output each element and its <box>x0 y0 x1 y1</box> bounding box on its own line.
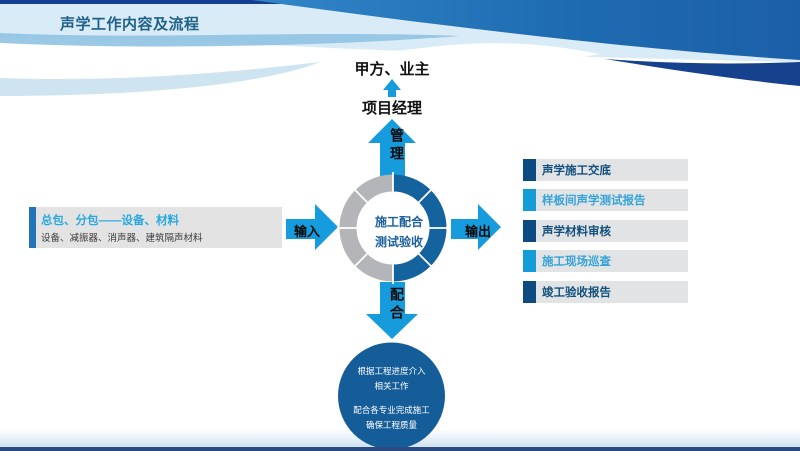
input-arrow-label: 输入 <box>293 224 320 239</box>
output-item-5: 竣工验收报告 <box>523 280 688 303</box>
bottom-circle <box>338 342 445 450</box>
output-item-3: 声学材料审核 <box>523 219 688 242</box>
output-item-4: 施工现场巡查 <box>523 250 688 272</box>
output-item-accent <box>523 158 536 181</box>
cooperate-arrow-icon <box>366 282 418 339</box>
input-source-box: 总包、分包——设备、材料 设备、减振器、消声器、建筑隔声材料 <box>29 207 282 248</box>
output-item-1: 声学施工交底 <box>523 158 688 181</box>
input-source-title: 总包、分包——设备、材料 <box>41 215 179 227</box>
output-item-2: 样板间声学测试报告 <box>523 189 688 211</box>
donut-dividers <box>337 172 449 284</box>
output-item-accent <box>523 189 536 211</box>
manage-arrow-label: 管理 <box>389 128 405 164</box>
input-source-detail: 设备、减振器、消声器、建筑隔声材料 <box>41 233 203 244</box>
output-item-accent <box>523 280 536 303</box>
donut-label-line1: 施工配合 <box>374 214 423 229</box>
slide-title: 声学工作内容及流程 <box>60 16 200 33</box>
output-arrow-icon <box>451 204 501 250</box>
header-waves <box>0 0 800 96</box>
manager-label: 项目经理 <box>361 100 422 117</box>
small-up-arrow-icon <box>383 79 401 97</box>
input-arrow-icon <box>286 204 338 250</box>
manage-arrow-icon <box>368 119 416 178</box>
client-label: 甲方、业主 <box>354 61 430 78</box>
footer-bar <box>0 447 800 451</box>
output-arrow-label: 输出 <box>464 224 491 239</box>
donut-label-line2: 测试验收 <box>374 234 423 249</box>
output-item-accent <box>523 250 536 272</box>
bottom-circle-text: 根据工程进度介入 相关工作 配合各专业完成施工 确保工程质量 <box>353 366 430 430</box>
output-item-accent <box>523 219 536 242</box>
cooperate-arrow-label: 配合 <box>389 287 405 323</box>
donut-center <box>357 192 429 264</box>
